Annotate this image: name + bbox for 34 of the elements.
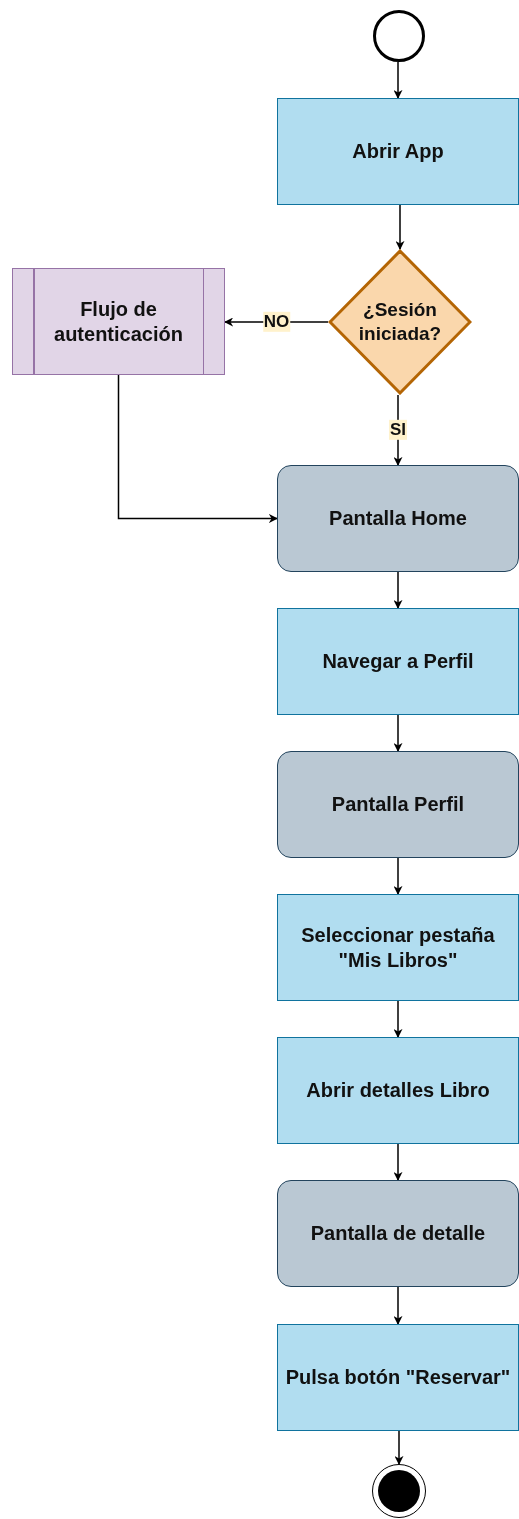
edge-label: NO — [262, 311, 291, 333]
edge-label: SI — [388, 419, 408, 441]
arrow — [393, 571, 403, 609]
process-box — [277, 1324, 519, 1431]
end-circle — [372, 1464, 426, 1518]
arrow — [395, 204, 405, 250]
box-label: Pantalla Perfil — [331, 792, 465, 817]
box-label: Seleccionar pestaña "Mis Libros" — [300, 922, 496, 973]
box-label: Abrir App — [352, 139, 444, 164]
box-label: Pantalla de detalle — [310, 1221, 486, 1246]
box-label: Pantalla Home — [329, 506, 467, 531]
box-label: Abrir detalles Libro — [306, 1078, 490, 1103]
process-box — [277, 98, 519, 205]
box-label: Pulsa botón "Reservar" — [285, 1365, 511, 1390]
box-label: Navegar a Perfil — [322, 649, 474, 674]
box-label: ¿Sesión iniciada? — [357, 298, 443, 346]
screen-box — [277, 751, 519, 858]
arrow — [394, 1430, 404, 1465]
arrow — [393, 1000, 403, 1038]
arrow — [393, 857, 403, 895]
arrow — [393, 1286, 403, 1325]
process-box — [277, 894, 519, 1001]
arrow — [393, 1143, 403, 1181]
box-label: Flujo de autenticación — [53, 296, 184, 347]
start-circle — [373, 10, 425, 62]
subprocess-box — [12, 268, 225, 375]
process-box — [277, 1037, 519, 1144]
arrow — [393, 714, 403, 752]
screen-box — [277, 1180, 519, 1287]
arrow — [117, 374, 278, 523]
process-box — [277, 608, 519, 715]
arrow — [393, 61, 403, 99]
decision-diamond — [328, 249, 472, 395]
screen-box — [277, 465, 519, 572]
